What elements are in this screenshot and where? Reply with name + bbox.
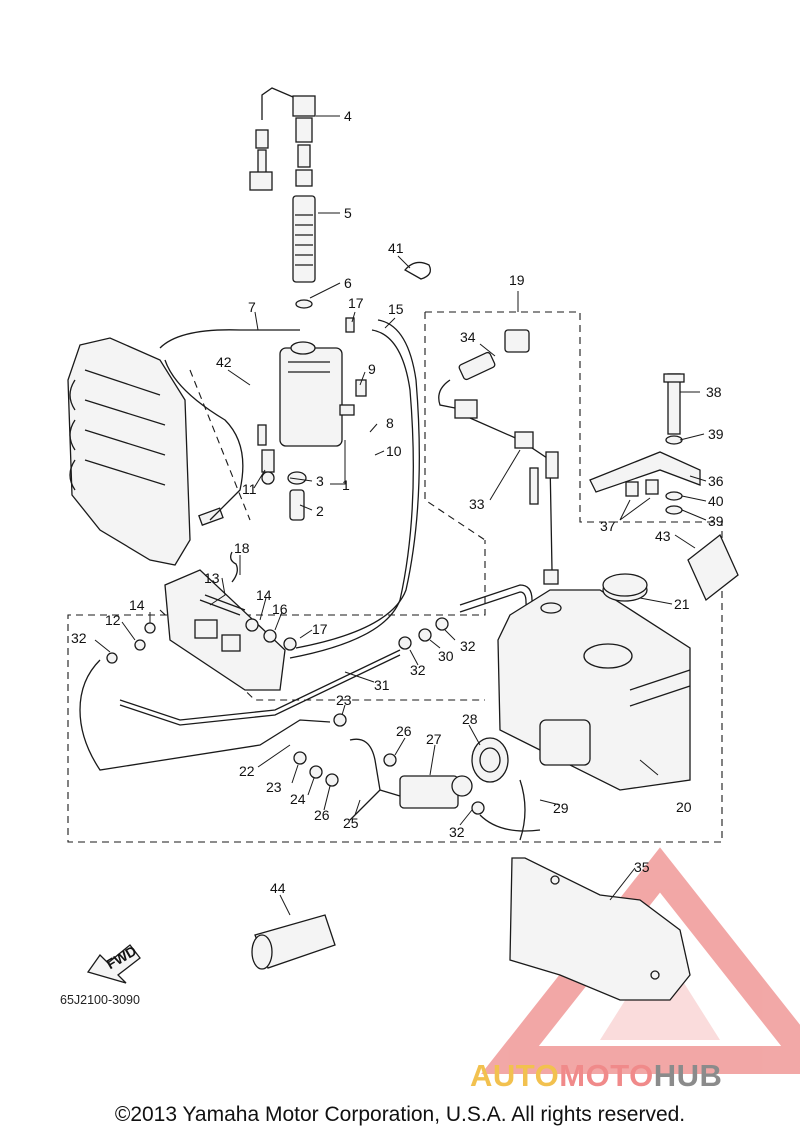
callout-12: 12 (105, 612, 121, 628)
callout-8: 8 (386, 415, 394, 431)
callout-27: 27 (426, 731, 442, 747)
engine-cover (67, 337, 224, 566)
callout-30: 30 (438, 648, 454, 664)
callout-29: 29 (553, 800, 569, 816)
callout-39a: 39 (708, 426, 724, 442)
copyright-notice: ©2013 Yamaha Motor Corporation, U.S.A. A… (114, 1103, 686, 1126)
callout-14b: 14 (256, 587, 272, 603)
callout-32c: 32 (460, 638, 476, 654)
callout-32d: 32 (449, 824, 465, 840)
watermark-part-auto: AUTO (470, 1058, 560, 1093)
callout-38: 38 (706, 384, 722, 400)
callout-13: 13 (204, 570, 220, 586)
callout-2: 2 (316, 503, 324, 519)
callout-22: 22 (239, 763, 255, 779)
callout-6: 6 (344, 275, 352, 291)
callout-42: 42 (216, 354, 232, 370)
clamps-and-fittings (106, 471, 485, 815)
drawing-code: 65J2100-3090 (60, 993, 140, 1007)
callout-33: 33 (469, 496, 485, 512)
dashed-group-outlines (67, 311, 723, 843)
callout-5: 5 (344, 205, 352, 221)
part-21-tank-cap (602, 573, 648, 602)
callout-4: 4 (344, 108, 352, 124)
callout-7: 7 (248, 299, 256, 315)
callout-34: 34 (460, 329, 476, 345)
callout-1: 1 (342, 477, 350, 493)
callout-41: 41 (388, 240, 404, 256)
callout-23b: 23 (266, 779, 282, 795)
callout-32b: 32 (410, 662, 426, 678)
callout-10: 10 (386, 443, 402, 459)
parts-2-3-11 (257, 424, 307, 521)
leader-lines (94, 115, 707, 916)
callout-20: 20 (676, 799, 692, 815)
callout-18: 18 (234, 540, 250, 556)
callout-43: 43 (655, 528, 671, 544)
callout-26b: 26 (314, 807, 330, 823)
callout-11: 11 (242, 481, 257, 497)
part-1-vapor-separator (159, 317, 367, 521)
callout-23a: 23 (336, 692, 352, 708)
part-20-fuel-tank (497, 589, 691, 791)
callout-15: 15 (388, 301, 404, 317)
callout-17a: 17 (348, 295, 364, 311)
parts-36-40-bracket (589, 373, 701, 515)
callout-37: 37 (600, 518, 616, 534)
callout-19: 19 (509, 272, 525, 288)
fwd-arrow-icon: FWD (86, 942, 141, 984)
callout-3: 3 (316, 473, 324, 489)
callout-labels: 1 2 3 4 5 6 7 8 9 10 11 12 13 14 14 15 1… (71, 108, 724, 896)
watermark-part-hub: HUB (653, 1058, 723, 1093)
watermark-part-moto: MOTO (559, 1058, 654, 1093)
callout-32a: 32 (71, 630, 87, 646)
callout-16: 16 (272, 601, 288, 617)
callout-28: 28 (462, 711, 478, 727)
part-35-plate (509, 857, 691, 1001)
callout-35: 35 (634, 859, 650, 875)
callout-36: 36 (708, 473, 724, 489)
callout-44: 44 (270, 880, 286, 896)
watermark-text: AUTOMOTOHUB (470, 1058, 722, 1094)
callout-39b: 39 (708, 513, 724, 529)
part-19-sender (438, 329, 562, 614)
part-5-strainer (292, 195, 316, 309)
callout-26a: 26 (396, 723, 412, 739)
part-44-sleeve (251, 914, 336, 970)
callout-21: 21 (674, 596, 690, 612)
callout-40: 40 (708, 493, 724, 509)
engine-base (164, 569, 286, 691)
callout-24: 24 (290, 791, 306, 807)
part-4-pickup (249, 87, 316, 191)
callout-25: 25 (343, 815, 359, 831)
callout-17b: 17 (312, 621, 328, 637)
part-27-fuel-pump (379, 737, 509, 809)
fuel-hoses (79, 319, 541, 841)
callout-9: 9 (368, 361, 376, 377)
callout-14a: 14 (129, 597, 145, 613)
callout-31: 31 (374, 677, 390, 693)
part-43-label (404, 261, 739, 602)
